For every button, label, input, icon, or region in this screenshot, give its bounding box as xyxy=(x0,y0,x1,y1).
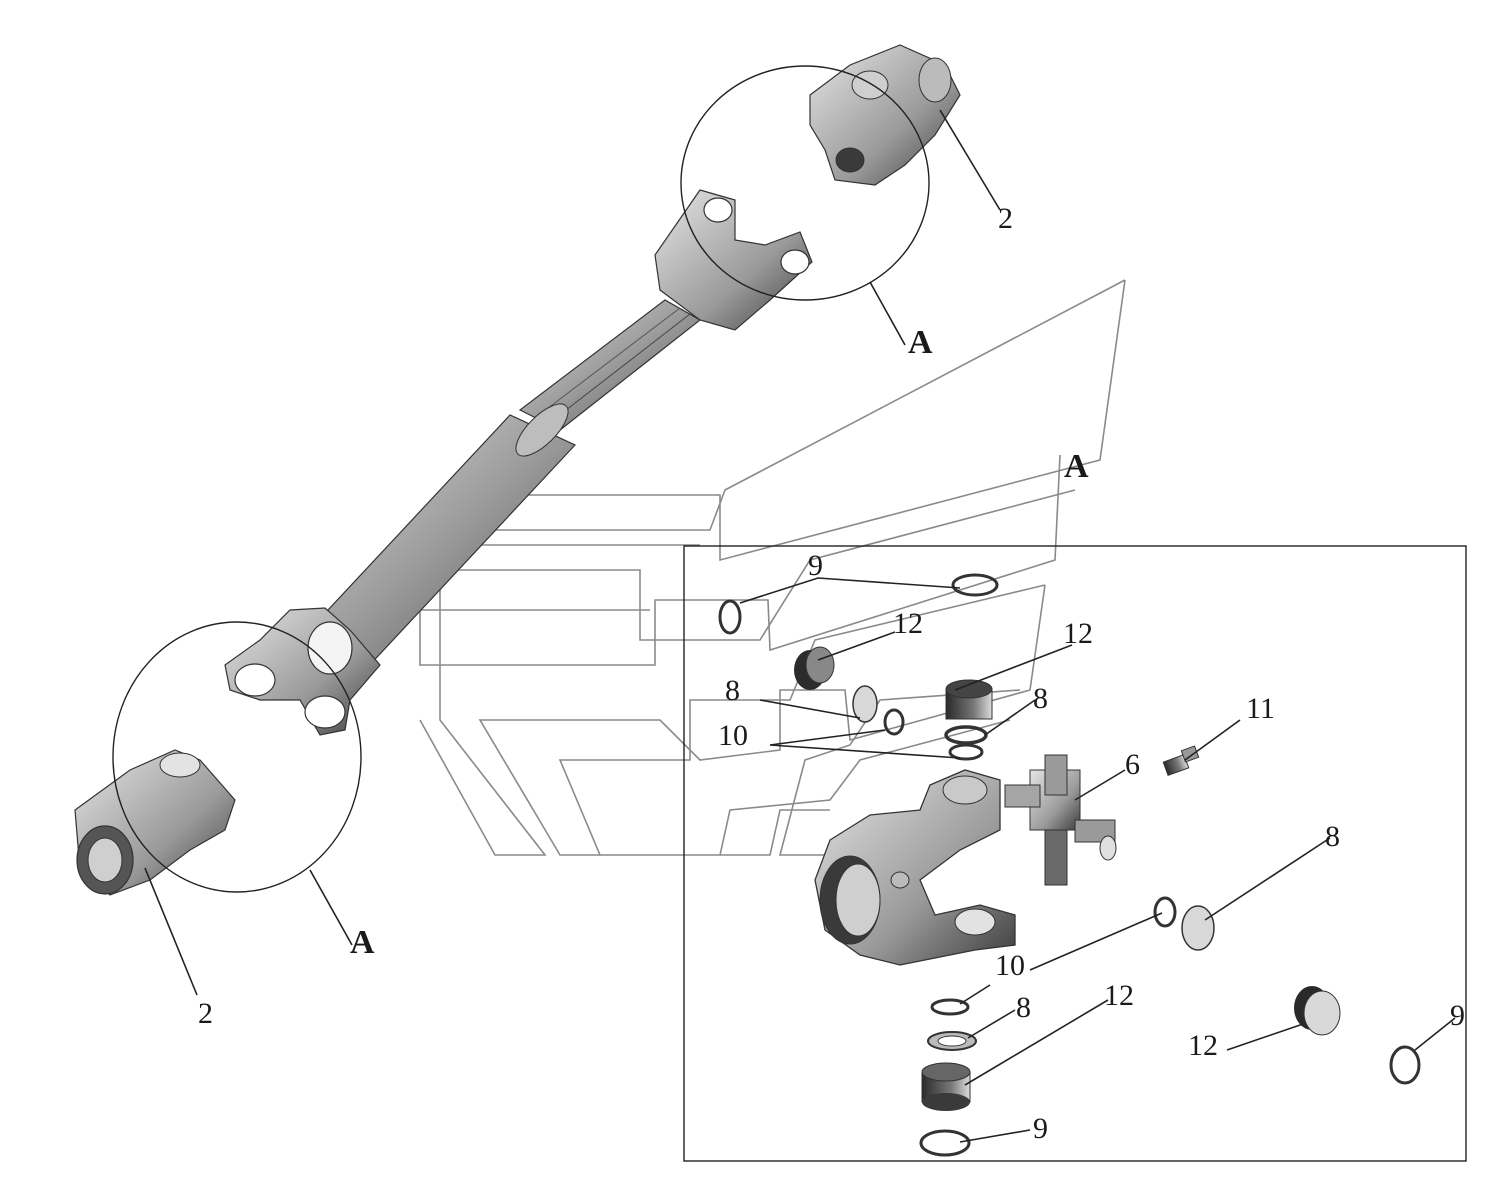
label-8-left: 8 xyxy=(725,674,740,707)
leader-lines xyxy=(144,109,1456,1143)
circlip-9-right xyxy=(1389,1045,1421,1085)
bearing-cap-12-right xyxy=(1294,986,1341,1036)
view-projection-outline xyxy=(419,279,1126,856)
washer-10-top xyxy=(948,743,984,761)
washer-10-lower xyxy=(930,998,970,1016)
label-8-right-top: 8 xyxy=(1033,682,1048,715)
flange-yoke xyxy=(814,769,1016,966)
detail-circle-upper xyxy=(680,65,930,301)
universal-joint-lower xyxy=(74,749,236,896)
label-2-upper: 2 xyxy=(998,202,1013,235)
label-a-upper: A xyxy=(908,324,933,361)
label-12-left: 12 xyxy=(893,607,923,640)
label-12-top: 12 xyxy=(1063,617,1093,650)
grease-fitting-11 xyxy=(1162,745,1200,776)
label-6: 6 xyxy=(1125,748,1140,781)
circlip-9-bottom xyxy=(919,1129,971,1157)
label-11: 11 xyxy=(1246,692,1275,725)
detail-parts xyxy=(718,573,1421,1157)
label-a-detail: A xyxy=(1064,448,1089,485)
bearing-cap-12-lower xyxy=(921,1062,971,1111)
bearing-cap-12-top xyxy=(945,679,993,720)
label-9-right: 9 xyxy=(1450,999,1465,1032)
label-8-lower: 8 xyxy=(1016,991,1031,1024)
circlip-9-left xyxy=(718,599,742,635)
circlip-9-top xyxy=(951,573,999,597)
label-10-lower: 10 xyxy=(995,949,1025,982)
callout-labels: A A A 2 2 9 12 12 8 8 10 11 6 8 10 8 12 … xyxy=(198,202,1465,1145)
label-9-top: 9 xyxy=(808,549,823,582)
label-a-lower: A xyxy=(350,924,375,961)
cross-spider-6 xyxy=(1004,754,1117,886)
label-12-lower: 12 xyxy=(1104,979,1134,1012)
bearing-cap-12-left xyxy=(794,646,835,690)
universal-joint-upper xyxy=(809,44,961,186)
detail-circle-lower xyxy=(112,621,362,893)
seal-8-left xyxy=(852,685,878,723)
label-10-upper: 10 xyxy=(718,719,748,752)
label-12-right: 12 xyxy=(1188,1029,1218,1062)
label-9-bottom: 9 xyxy=(1033,1112,1048,1145)
washer-10-left xyxy=(883,708,905,736)
cardan-shaft xyxy=(224,189,813,736)
label-8-right: 8 xyxy=(1325,820,1340,853)
seal-8-right xyxy=(1181,905,1215,951)
washer-10-right xyxy=(1153,896,1177,928)
detail-view-frame xyxy=(683,545,1467,1162)
label-2-lower: 2 xyxy=(198,997,213,1030)
